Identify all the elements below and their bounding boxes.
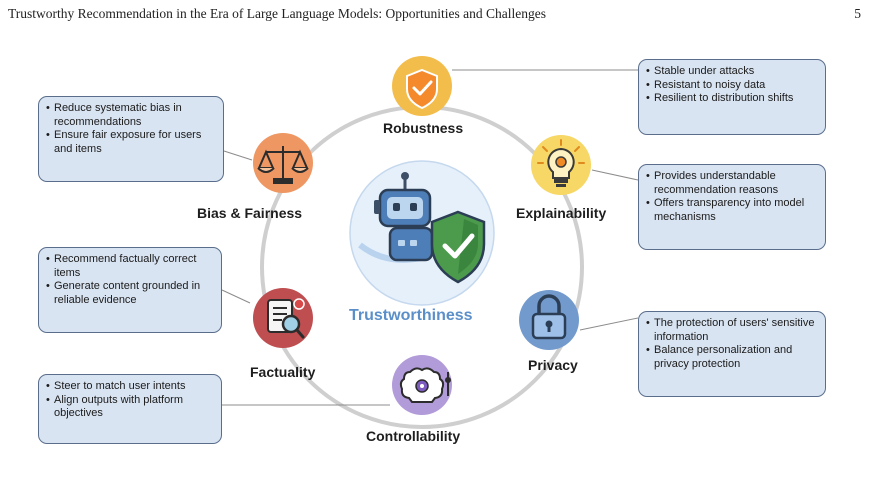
explainability-node	[531, 135, 591, 195]
padlock-icon	[531, 294, 567, 340]
label-privacy: Privacy	[528, 357, 578, 373]
label-robustness: Robustness	[383, 120, 464, 136]
controllability-node	[392, 355, 452, 415]
box-privacy: The protection of users' sensitive infor…	[638, 311, 826, 397]
privacy-node	[519, 290, 579, 350]
connector-factuality	[221, 289, 251, 304]
list-item: Resistant to noisy data	[646, 79, 819, 93]
connector-privacy	[579, 317, 639, 331]
list-item: Balance personalization and privacy prot…	[646, 344, 819, 371]
robustness-node	[392, 56, 452, 116]
box-explainability: Provides understandable recommendation r…	[638, 164, 826, 250]
brain-gear-icon	[399, 367, 451, 403]
paper-title: Trustworthy Recommendation in the Era of…	[8, 6, 547, 21]
factuality-node	[253, 288, 313, 348]
list-item: Stable under attacks	[646, 65, 819, 79]
box-robustness: Stable under attacks Resistant to noisy …	[638, 59, 826, 135]
label-explainability: Explainability	[516, 205, 607, 221]
connector-explainability	[591, 169, 639, 181]
label-bias-fairness: Bias & Fairness	[197, 205, 303, 221]
list-item: Generate content grounded in reliable ev…	[46, 280, 215, 307]
center-label: Trustworthiness	[349, 307, 473, 324]
checklist-magnifier-icon	[267, 298, 305, 339]
list-item: Resilient to distribution shifts	[646, 92, 819, 106]
robot-icon	[358, 172, 434, 263]
label-controllability: Controllability	[366, 428, 461, 444]
list-item: Align outputs with platform objectives	[46, 394, 215, 421]
balance-scale-icon	[257, 146, 309, 184]
connector-bias	[223, 150, 253, 161]
lightbulb-gear-icon	[537, 139, 585, 187]
box-factuality: Recommend factually correct items Genera…	[38, 247, 222, 333]
shield-check-icon	[430, 210, 486, 284]
list-item: Recommend factually correct items	[46, 253, 215, 280]
list-item: The protection of users' sensitive infor…	[646, 317, 819, 344]
shield-check-icon	[406, 68, 438, 110]
box-controllability: Steer to match user intents Align output…	[38, 374, 222, 444]
running-head: Trustworthy Recommendation in the Era of…	[8, 6, 861, 22]
list-item: Reduce systematic bias in recommendation…	[46, 102, 217, 129]
label-factuality: Factuality	[250, 364, 316, 380]
page-number: 5	[854, 6, 861, 21]
bias-node	[253, 133, 313, 193]
list-item: Offers transparency into model mechanism…	[646, 197, 819, 224]
list-item: Provides understandable recommendation r…	[646, 170, 819, 197]
list-item: Steer to match user intents	[46, 380, 215, 394]
box-bias-fairness: Reduce systematic bias in recommendation…	[38, 96, 224, 182]
connectors	[221, 69, 639, 406]
list-item: Ensure fair exposure for users and items	[46, 129, 217, 156]
